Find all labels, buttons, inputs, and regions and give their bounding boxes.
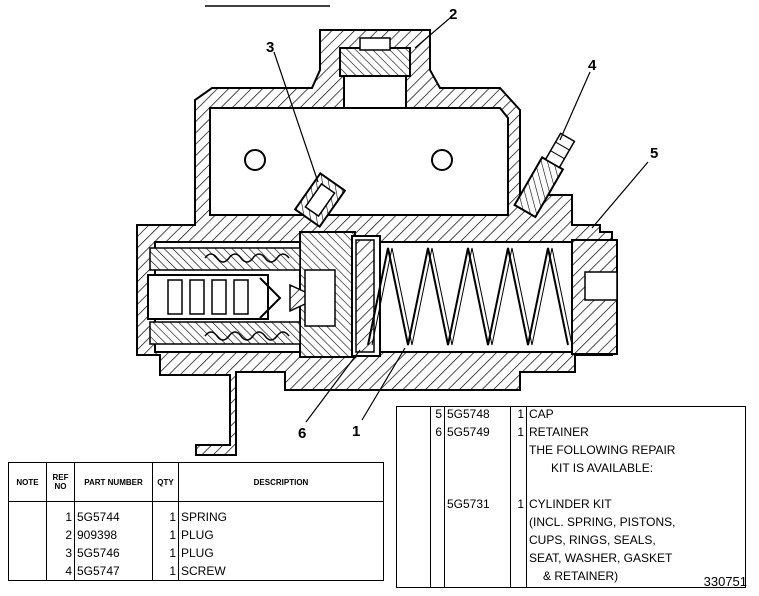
description-cell: CAP xyxy=(526,406,746,425)
table-row xyxy=(396,479,746,497)
table-row: 5G5731 1 CYLINDER KIT xyxy=(396,497,746,515)
parts-table-right: 5 5G5748 1 CAP 6 5G5749 1 RETAINER THE F… xyxy=(396,406,746,588)
description-cell: (INCL. SPRING, PISTONS, xyxy=(526,515,746,533)
header-description: DESCRIPTION xyxy=(178,462,384,502)
part-cell: 5G5749 xyxy=(444,425,511,443)
leader-lines xyxy=(273,17,649,423)
description-cell: PLUG xyxy=(178,544,384,562)
ref-cell: 1 xyxy=(46,501,75,526)
parts-table-left: NOTE REF NO PART NUMBER QTY DESCRIPTION … xyxy=(8,462,384,581)
ref-cell: 6 xyxy=(430,425,445,443)
qty-cell: 1 xyxy=(152,562,179,581)
header-note: NOTE xyxy=(8,462,47,502)
callout-2: 2 xyxy=(449,6,457,23)
description-cell: & RETAINER) xyxy=(526,569,746,588)
table-row: (INCL. SPRING, PISTONS, xyxy=(396,515,746,533)
table-row: & RETAINER) xyxy=(396,569,746,588)
housing xyxy=(136,29,618,456)
table-row: THE FOLLOWING REPAIR xyxy=(396,443,746,461)
description-cell: THE FOLLOWING REPAIR xyxy=(526,443,746,461)
callout-5: 5 xyxy=(650,145,658,162)
callout-4: 4 xyxy=(588,57,597,74)
part-cell: 5G5744 xyxy=(74,501,153,526)
description-cell: RETAINER xyxy=(526,425,746,443)
qty-cell: 1 xyxy=(152,526,179,544)
header-ref-no: REF NO xyxy=(46,462,75,502)
callout-6: 6 xyxy=(298,425,306,442)
ref-cell: 2 xyxy=(46,526,75,544)
qty-cell: 1 xyxy=(510,406,527,425)
description-cell: CYLINDER KIT xyxy=(526,497,746,515)
figure-number: 330751 xyxy=(703,574,747,589)
part-cell: 5G5731 xyxy=(444,497,511,515)
part-cell: 5G5748 xyxy=(444,406,511,425)
table-row: 5 5G5748 1 CAP xyxy=(396,406,746,425)
description-cell: SPRING xyxy=(178,501,384,526)
table-row: SEAT, WASHER, GASKET xyxy=(396,551,746,569)
table-row: 4 5G5747 1 SCREW xyxy=(8,562,384,581)
table-row: 3 5G5746 1 PLUG xyxy=(8,544,384,562)
part-cell: 5G5746 xyxy=(74,544,153,562)
table-row: 2 909398 1 PLUG xyxy=(8,526,384,544)
ref-cell: 4 xyxy=(46,562,75,581)
header-part-number: PART NUMBER xyxy=(74,462,153,502)
description-cell: SEAT, WASHER, GASKET xyxy=(526,551,746,569)
table-row: 6 5G5749 1 RETAINER xyxy=(396,425,746,443)
ref-cell: 5 xyxy=(430,406,445,425)
table-row: KIT IS AVAILABLE: xyxy=(396,461,746,479)
qty-cell: 1 xyxy=(152,544,179,562)
table-row: CUPS, RINGS, SEALS, xyxy=(396,533,746,551)
qty-cell: 1 xyxy=(152,501,179,526)
description-cell: PLUG xyxy=(178,526,384,544)
qty-cell: 1 xyxy=(510,425,527,443)
ref-cell: 3 xyxy=(46,544,75,562)
description-cell: SCREW xyxy=(178,562,384,581)
header-qty: QTY xyxy=(152,462,179,502)
description-cell: KIT IS AVAILABLE: xyxy=(526,461,746,479)
part-cell: 5G5747 xyxy=(74,562,153,581)
part-cell: 909398 xyxy=(74,526,153,544)
callout-3: 3 xyxy=(266,39,274,56)
callout-1: 1 xyxy=(352,423,360,440)
description-cell: CUPS, RINGS, SEALS, xyxy=(526,533,746,551)
qty-cell: 1 xyxy=(510,497,527,515)
table-row: 1 5G5744 1 SPRING xyxy=(8,501,384,526)
